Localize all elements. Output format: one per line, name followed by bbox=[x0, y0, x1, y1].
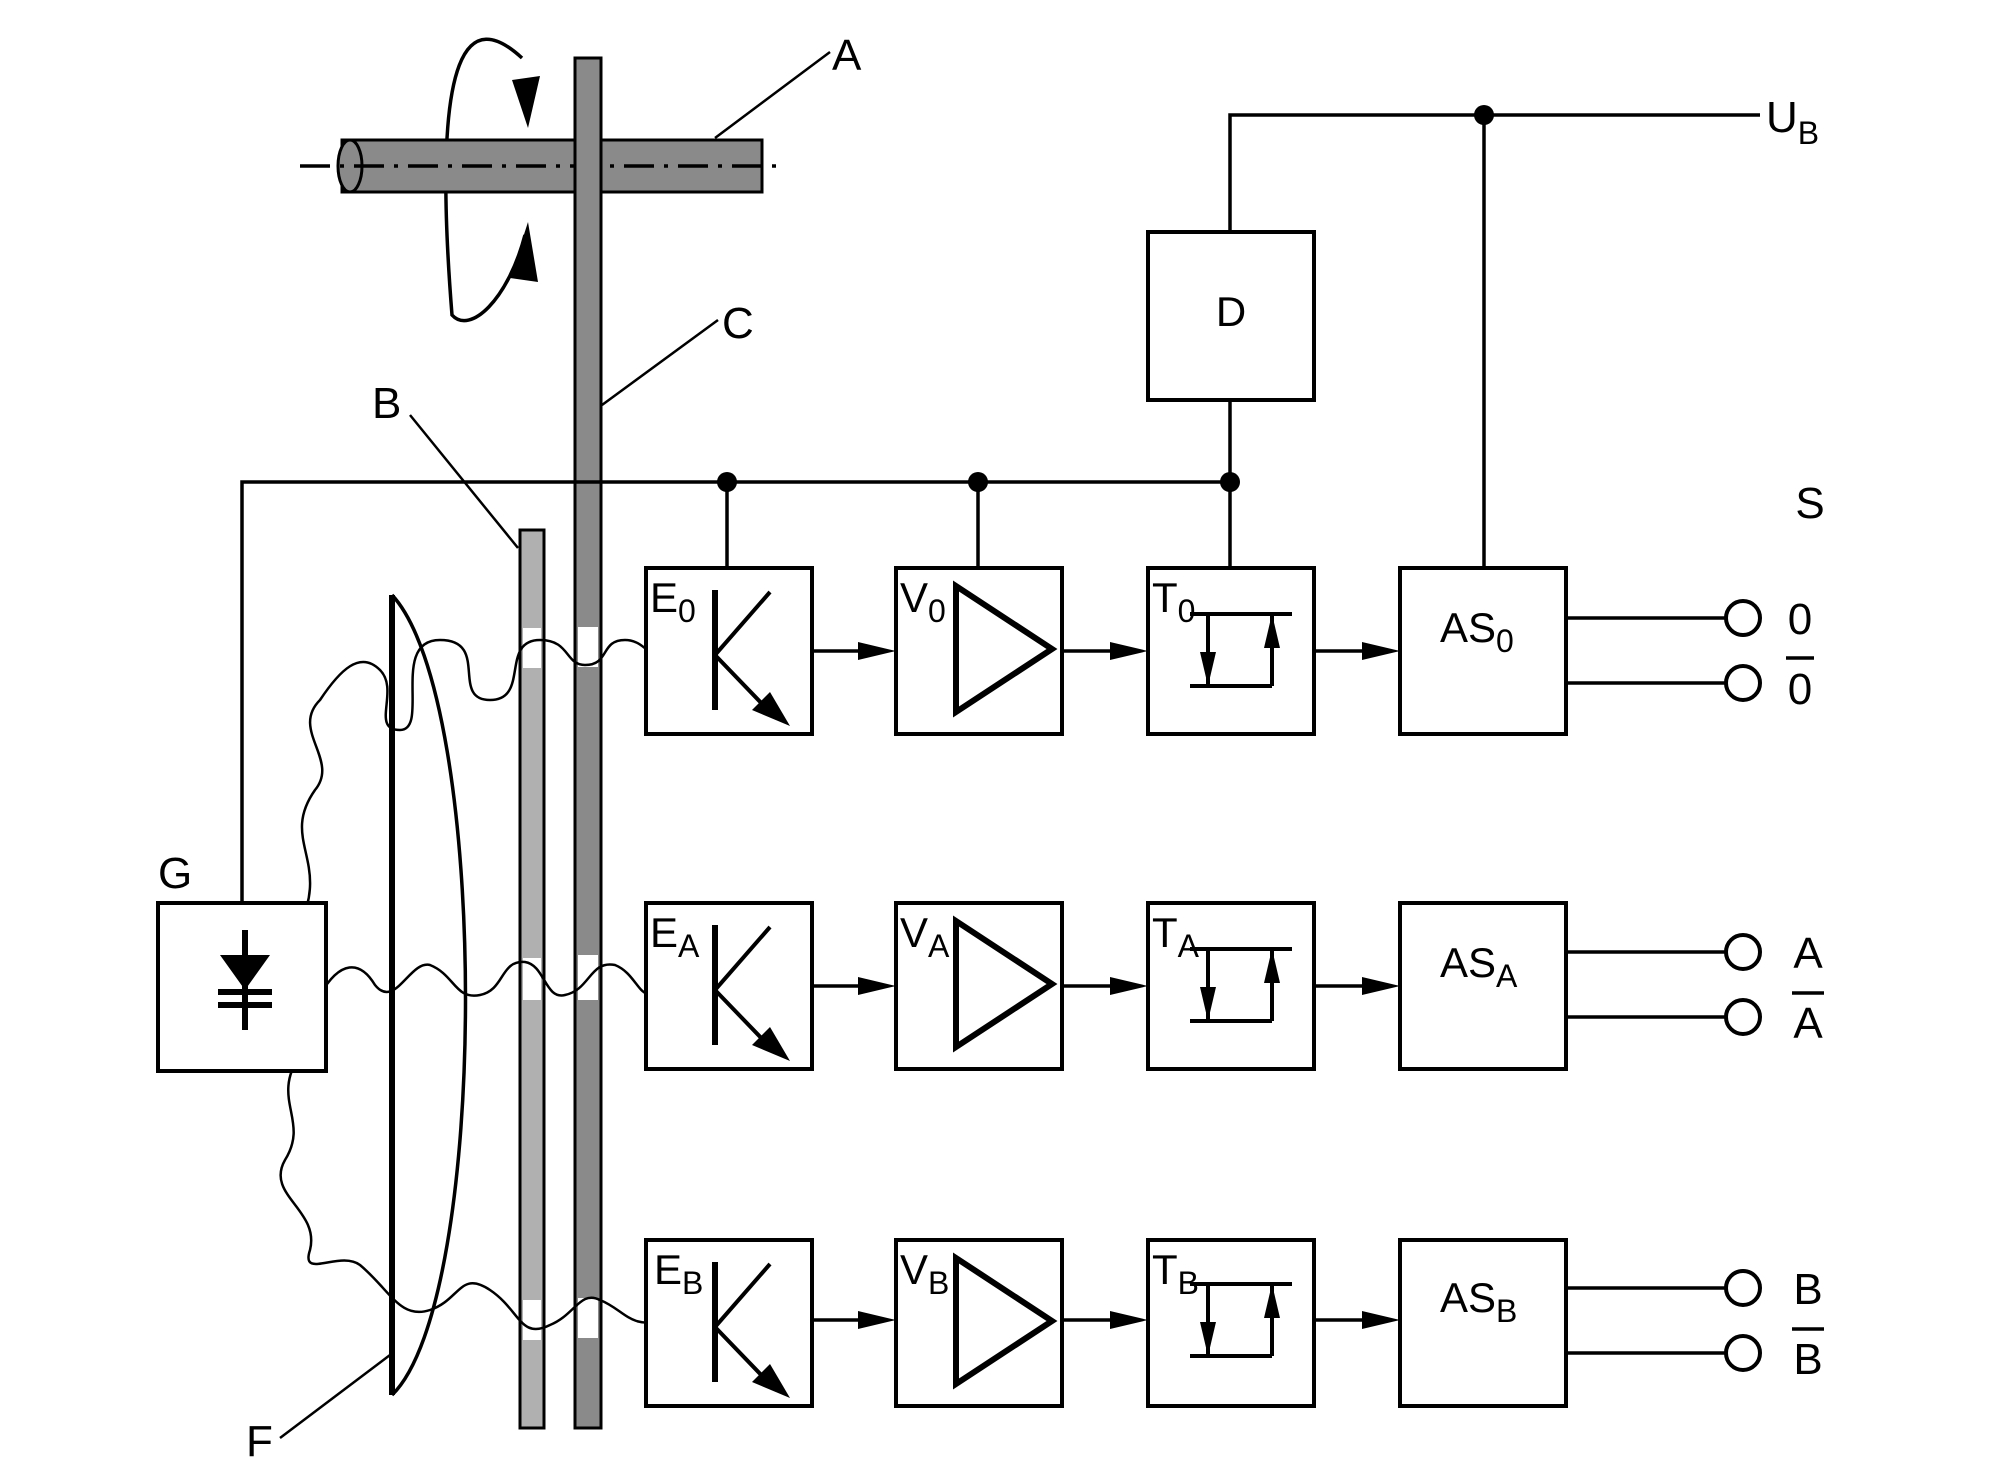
output-label-inverted: A bbox=[1793, 999, 1823, 1048]
junction-dot bbox=[717, 472, 737, 492]
line-driver-label: AS0 bbox=[1440, 604, 1514, 659]
output-terminal-inverted[interactable] bbox=[1724, 998, 1762, 1036]
code-disk bbox=[573, 56, 603, 1430]
receiver-label: EA bbox=[650, 909, 700, 964]
leader-line bbox=[279, 1354, 391, 1439]
label-code-disk: C bbox=[722, 299, 754, 348]
leader-line bbox=[601, 318, 719, 407]
output-terminal[interactable] bbox=[1724, 1269, 1762, 1307]
receiver-block bbox=[644, 901, 814, 1071]
light-wave bbox=[298, 638, 671, 926]
amplifier-block bbox=[894, 901, 1064, 1071]
arrow-right-icon bbox=[858, 977, 896, 995]
junction-dot bbox=[968, 472, 988, 492]
amplifier-triangle-icon bbox=[953, 1252, 1058, 1390]
arrow-right-icon bbox=[1362, 1311, 1400, 1329]
amplifier-block bbox=[894, 1238, 1064, 1408]
condenser-lens-curve bbox=[390, 593, 468, 1397]
output-terminal-inverted[interactable] bbox=[1724, 664, 1762, 702]
label-output-group: S bbox=[1795, 479, 1824, 528]
label-light-source: G bbox=[158, 849, 192, 898]
code-disk-slot bbox=[578, 627, 598, 667]
arrow-right-icon bbox=[1110, 642, 1148, 660]
phototransistor-icon bbox=[712, 590, 790, 726]
led-icon bbox=[218, 930, 272, 1030]
output-label-inverted: 0 bbox=[1788, 665, 1812, 714]
label-supply: UB bbox=[1766, 93, 1819, 151]
line-driver-label: ASA bbox=[1440, 939, 1518, 994]
output-terminal[interactable] bbox=[1724, 933, 1762, 971]
trigger-label: TB bbox=[1152, 1246, 1199, 1301]
hysteresis-icon bbox=[1190, 612, 1292, 688]
arrow-right-icon bbox=[1110, 977, 1148, 995]
trigger-label: TA bbox=[1152, 909, 1200, 964]
output-label: 0 bbox=[1788, 595, 1812, 644]
label-scanning-plate: B bbox=[372, 379, 401, 428]
receiver-label: E0 bbox=[650, 574, 696, 629]
hysteresis-icon bbox=[1190, 1282, 1292, 1358]
trigger-block bbox=[1146, 901, 1316, 1071]
amplifier-label: V0 bbox=[900, 574, 946, 629]
arrow-right-icon bbox=[1362, 977, 1400, 995]
line-driver-block bbox=[1398, 566, 1568, 736]
hysteresis-icon bbox=[1190, 947, 1292, 1023]
amplifier-triangle-icon bbox=[953, 915, 1058, 1053]
amplifier-triangle-icon bbox=[953, 580, 1058, 718]
scanning-plate-slot bbox=[523, 1300, 541, 1340]
phototransistor-icon bbox=[712, 925, 790, 1061]
channel-b: EB VB TB ASB B B bbox=[644, 1238, 1824, 1408]
arrow-right-icon bbox=[858, 642, 896, 660]
rotation-arrowhead-icon bbox=[512, 76, 540, 128]
trigger-block bbox=[1146, 566, 1316, 736]
junction-dot bbox=[1474, 105, 1494, 125]
output-terminal-inverted[interactable] bbox=[1724, 1334, 1762, 1372]
amplifier-label: VB bbox=[900, 1246, 949, 1301]
trigger-label: T0 bbox=[1152, 574, 1195, 629]
regulated-rail bbox=[240, 480, 1230, 903]
line-driver-block bbox=[1398, 1238, 1568, 1408]
channel-a: EA VA TA ASA A A bbox=[644, 901, 1824, 1071]
trigger-block bbox=[1146, 1238, 1316, 1408]
label-condenser: F bbox=[246, 1417, 273, 1466]
receiver-label: EB bbox=[654, 1246, 703, 1301]
scanning-plate-slot bbox=[523, 628, 541, 668]
arrow-right-icon bbox=[858, 1311, 896, 1329]
voltage-regulator-label: D bbox=[1216, 288, 1246, 335]
voltage-regulator-block bbox=[1146, 230, 1316, 402]
output-label-inverted: B bbox=[1793, 1335, 1822, 1384]
light-wave bbox=[279, 1054, 666, 1331]
arrow-right-icon bbox=[1362, 642, 1400, 660]
line-driver-block bbox=[1398, 901, 1568, 1071]
arrow-right-icon bbox=[1110, 1311, 1148, 1329]
leader-line bbox=[409, 414, 519, 549]
line-driver-label: ASB bbox=[1440, 1274, 1517, 1329]
code-disk-slot bbox=[578, 1298, 598, 1338]
supply-rail bbox=[1228, 113, 1760, 232]
receiver-block bbox=[644, 1238, 814, 1408]
rotation-arrowhead-icon bbox=[510, 222, 538, 282]
junction-dot bbox=[1220, 472, 1240, 492]
label-shaft: A bbox=[832, 31, 862, 80]
light-wave bbox=[318, 960, 663, 997]
amplifier-label: VA bbox=[900, 909, 950, 964]
amplifier-block bbox=[894, 566, 1064, 736]
rotation-arrow-icon bbox=[444, 37, 527, 323]
channel-0: E0 V0 T0 AS0 0 0 bbox=[644, 566, 1814, 736]
output-label: A bbox=[1793, 929, 1823, 978]
output-terminal[interactable] bbox=[1724, 599, 1762, 637]
phototransistor-icon bbox=[712, 1262, 790, 1398]
output-label: B bbox=[1793, 1265, 1822, 1314]
leader-line bbox=[714, 50, 831, 140]
